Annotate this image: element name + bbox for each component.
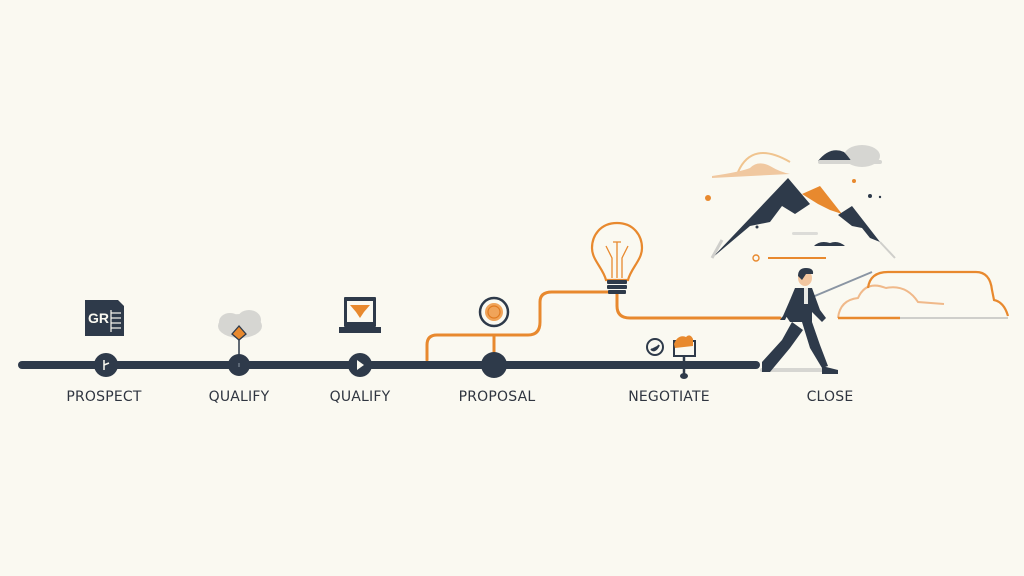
- stage-negotiate[interactable]: [646, 335, 696, 379]
- orange-connector-path: [425, 290, 782, 362]
- stage-qualify-2[interactable]: [339, 297, 381, 377]
- cloud-outline-icon: [837, 270, 1010, 320]
- stage-proposal[interactable]: [478, 296, 510, 378]
- lightbulb-icon: [590, 221, 644, 294]
- cloud-dark-icon: [818, 145, 882, 167]
- stage-label-negotiate: NEGOTIATE: [628, 389, 710, 405]
- stage-label-close: CLOSE: [806, 389, 854, 405]
- cloud-pin-icon: [218, 310, 262, 356]
- check-circle-icon: [646, 338, 664, 356]
- svg-text:GR: GR: [88, 310, 109, 326]
- document-gr-icon: GR: [85, 300, 124, 336]
- laptop-icon: [339, 297, 381, 333]
- stage-label-qualify-1: QUALIFY: [208, 389, 270, 405]
- stage-node[interactable]: [481, 352, 507, 378]
- timeline-bar: [18, 361, 760, 369]
- stage-label-proposal: PROPOSAL: [458, 389, 536, 405]
- coin-badge-icon: [478, 296, 510, 328]
- mountain-icon: [705, 178, 896, 262]
- flag-glyph: [103, 360, 110, 370]
- stage-qualify-1[interactable]: [218, 310, 262, 376]
- sign-post-icon: [673, 335, 696, 379]
- stage-close[interactable]: [760, 268, 873, 374]
- sun-arc-icon: [712, 152, 791, 178]
- play-glyph: [357, 360, 364, 370]
- stage-label-qualify-2: QUALIFY: [329, 389, 391, 405]
- stage-prospect[interactable]: GR: [85, 300, 124, 377]
- stage-label-prospect: PROSPECT: [66, 389, 142, 405]
- walking-businessman-icon: [760, 268, 873, 374]
